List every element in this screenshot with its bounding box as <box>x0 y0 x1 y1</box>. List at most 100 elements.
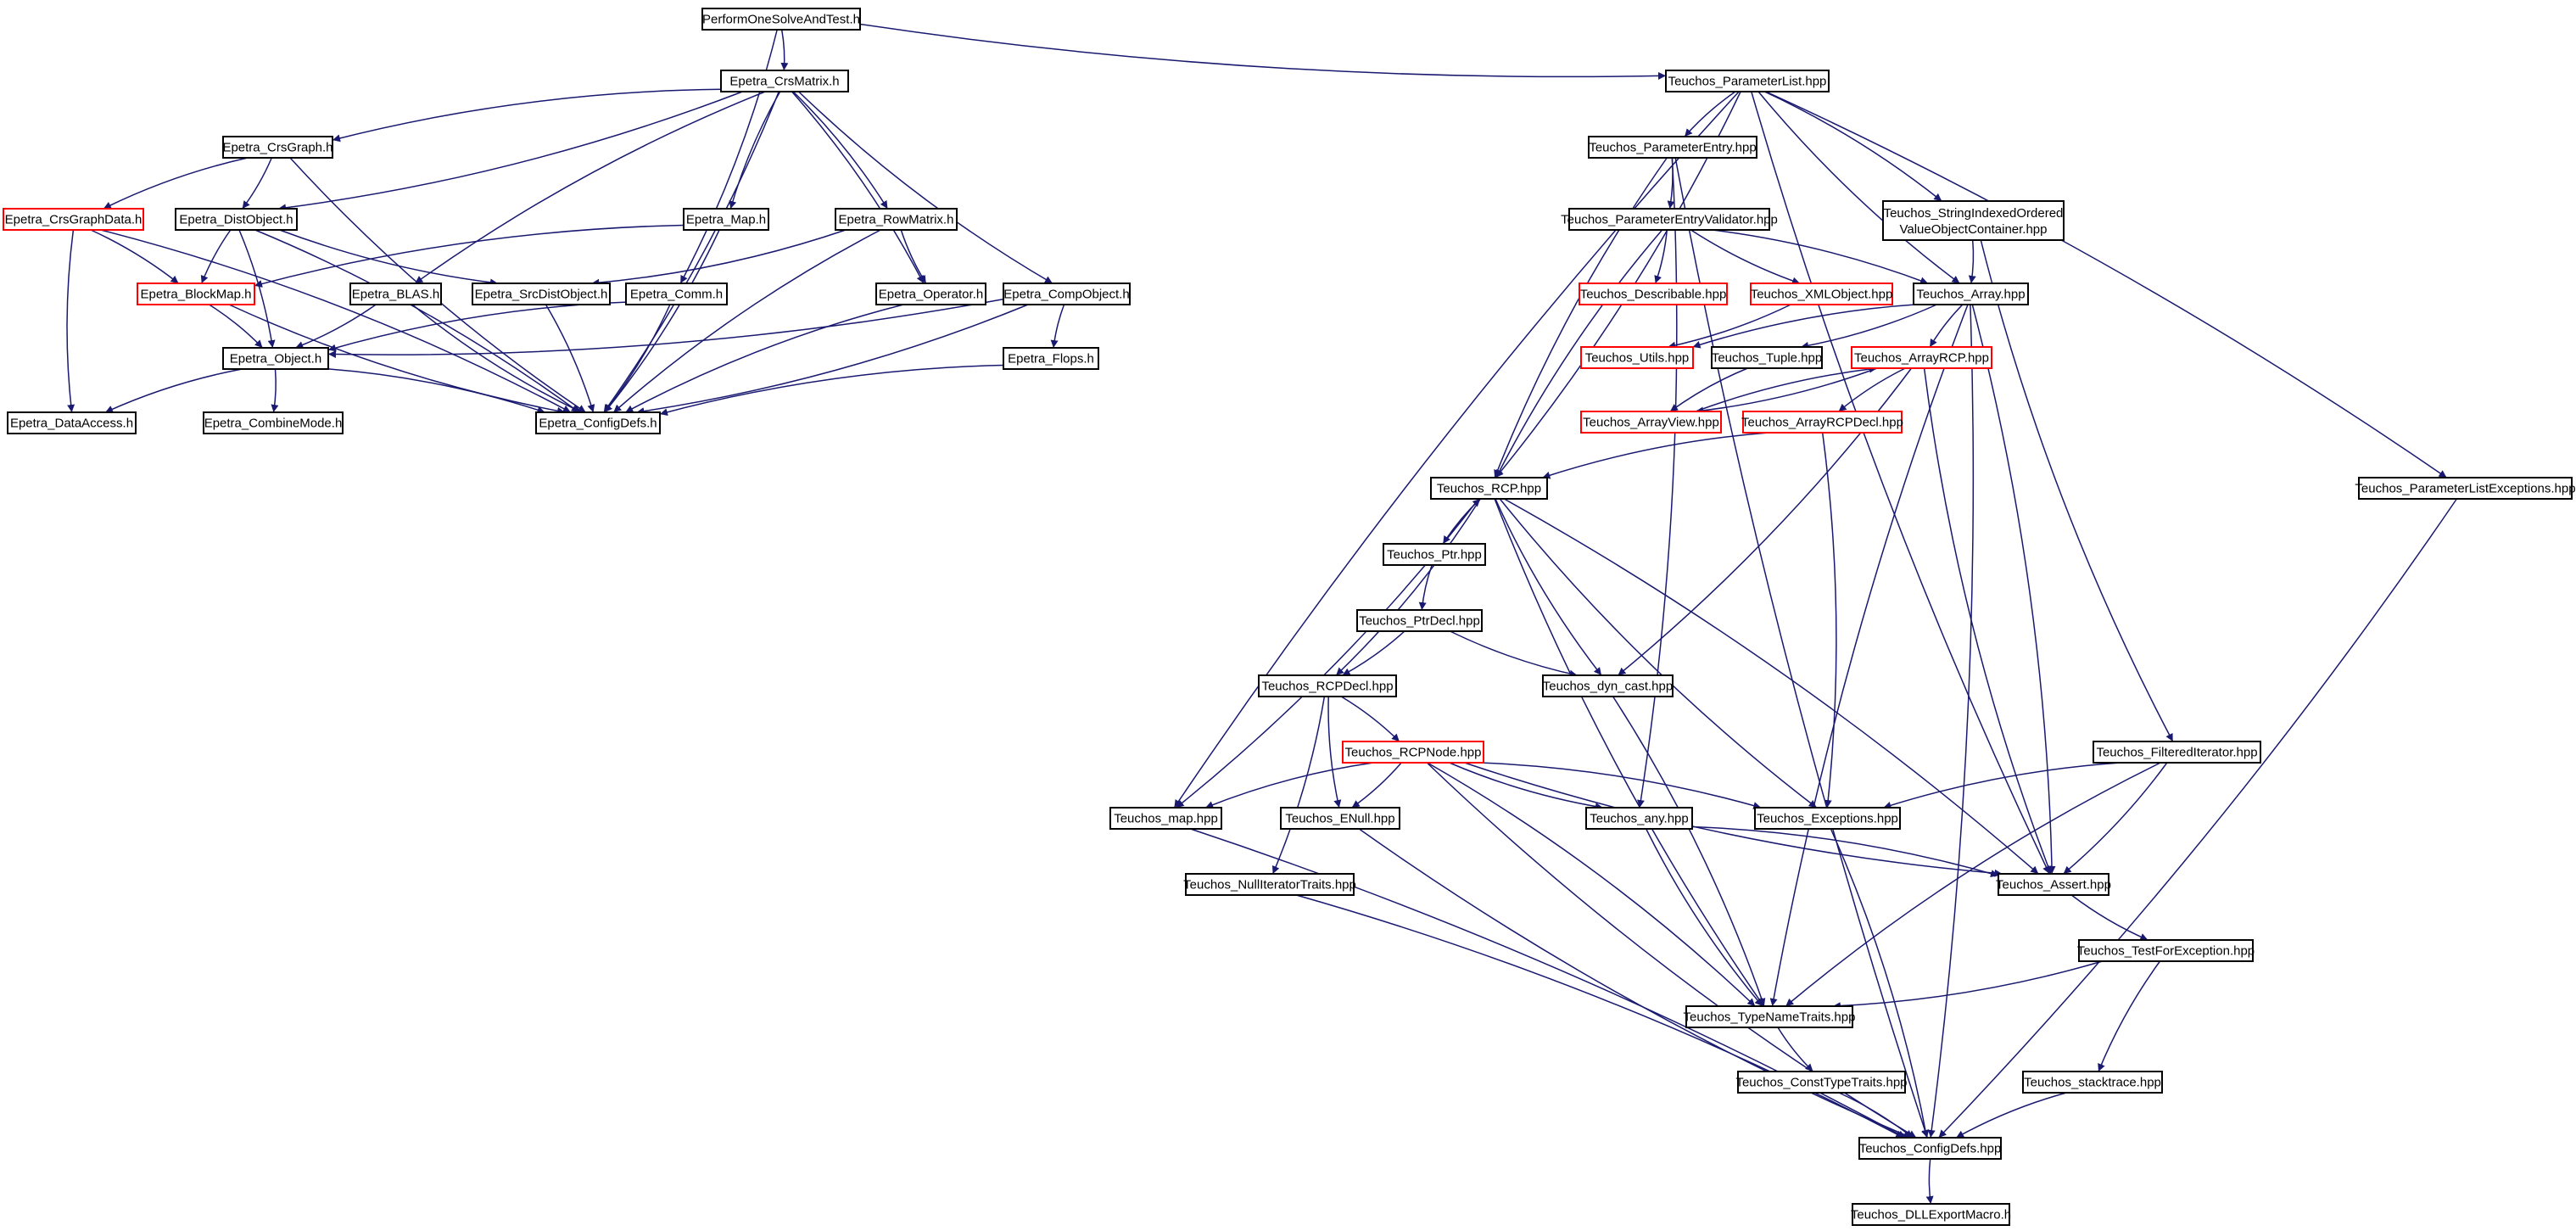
node-box <box>2093 741 2261 764</box>
node-teuchos_assert[interactable]: Teuchos_Assert.hpp <box>1996 873 2111 896</box>
node-box <box>1579 283 1728 305</box>
edge-teuchos_rcpdecl-to-teuchos_nulliteratortraits <box>1271 696 1326 875</box>
node-box <box>1580 411 1722 434</box>
node-teuchos_array[interactable]: Teuchos_Array.hpp <box>1913 283 2029 305</box>
edge-teuchos_rcpnode-to-teuchos_any <box>1449 762 1603 810</box>
node-box <box>1737 1071 1906 1094</box>
node-teuchos_parameterlistexceptions[interactable]: Teuchos_ParameterListExceptions.hpp <box>2355 477 2576 500</box>
edge-teuchos_array-to-teuchos_typenametraits <box>1769 304 1969 1007</box>
node-teuchos_filterediterator[interactable]: Teuchos_FilteredIterator.hpp <box>2093 741 2261 764</box>
node-teuchos_stacktrace[interactable]: Teuchos_stacktrace.hpp <box>2022 1071 2163 1094</box>
node-label: Epetra_DistObject.h <box>179 213 293 227</box>
node-label: Teuchos_ArrayView.hpp <box>1583 416 1719 430</box>
node-epetra_flops[interactable]: Epetra_Flops.h <box>1003 347 1099 370</box>
node-label: Teuchos_Ptr.hpp <box>1387 548 1482 562</box>
node-label: Teuchos_PtrDecl.hpp <box>1359 614 1480 629</box>
node-label: Epetra_Operator.h <box>879 288 983 302</box>
node-box <box>1665 70 1830 92</box>
node-teuchos_rcp[interactable]: Teuchos_RCP.hpp <box>1430 477 1548 500</box>
node-teuchos_parameterlist[interactable]: Teuchos_ParameterList.hpp <box>1665 70 1830 92</box>
node-epetra_object[interactable]: Epetra_Object.h <box>222 347 329 370</box>
node-epetra_crsgraph[interactable]: Epetra_CrsGraph.h <box>222 136 333 159</box>
node-teuchos_tuple[interactable]: Teuchos_Tuple.hpp <box>1711 346 1823 369</box>
node-box <box>625 283 728 305</box>
node-epetra_srcdistobject[interactable]: Epetra_SrcDistObject.h <box>472 283 611 305</box>
node-teuchos_configdefs[interactable]: Teuchos_ConfigDefs.hpp <box>1858 1137 2002 1160</box>
node-teuchos_ptrdecl[interactable]: Teuchos_PtrDecl.hpp <box>1356 609 1483 632</box>
edge-teuchos_parameterentryvalidator-to-teuchos_rcp <box>1495 229 1663 478</box>
node-teuchos_any[interactable]: Teuchos_any.hpp <box>1585 807 1693 830</box>
node-epetra_operator[interactable]: Epetra_Operator.h <box>875 283 986 305</box>
edge-epetra_distobject-to-epetra_configdefs <box>254 229 580 413</box>
node-label: Teuchos_ParameterList.hpp <box>1668 75 1827 89</box>
edge-epetra_crsmatrix-to-epetra_compobject <box>798 91 1053 284</box>
node-teuchos_describable[interactable]: Teuchos_Describable.hpp <box>1579 283 1728 305</box>
node-label: Teuchos_ENull.hpp <box>1285 812 1394 826</box>
node-teuchos_enull[interactable]: Teuchos_ENull.hpp <box>1280 807 1400 830</box>
node-box <box>1568 208 1770 231</box>
node-label: Epetra_Object.h <box>230 352 321 367</box>
node-teuchos_stringindexed[interactable]: Teuchos_StringIndexedOrderedValueObjectC… <box>1882 200 2065 241</box>
edge-epetra_crsgraphdata-to-epetra_configdefs <box>100 229 572 413</box>
node-teuchos_exceptions[interactable]: Teuchos_Exceptions.hpp <box>1754 807 1901 830</box>
node-box <box>1356 609 1483 632</box>
node-epetra_distobject[interactable]: Epetra_DistObject.h <box>175 208 298 231</box>
node-epetra_rowmatrix[interactable]: Epetra_RowMatrix.h <box>835 208 958 231</box>
node-epetra_map[interactable]: Epetra_Map.h <box>683 208 769 231</box>
node-epetra_compobject[interactable]: Epetra_CompObject.h <box>1003 283 1131 305</box>
node-teuchos_xmlobject[interactable]: Teuchos_XMLObject.hpp <box>1750 283 1893 305</box>
node-teuchos_rcpdecl[interactable]: Teuchos_RCPDecl.hpp <box>1258 674 1397 697</box>
edge-teuchos_parameterentry-to-teuchos_rcp <box>1494 157 1668 478</box>
edge-perform-to-epetra_comm <box>679 29 778 284</box>
node-teuchos_arrayview[interactable]: Teuchos_ArrayView.hpp <box>1580 411 1722 434</box>
node-box <box>2358 477 2573 500</box>
node-box <box>2022 1071 2163 1094</box>
node-label: Teuchos_FilteredIterator.hpp <box>2096 746 2257 760</box>
node-epetra_configdefs[interactable]: Epetra_ConfigDefs.h <box>535 411 661 434</box>
node-epetra_blockmap[interactable]: Epetra_BlockMap.h <box>137 283 255 305</box>
edge-epetra_map-to-epetra_configdefs <box>604 229 720 413</box>
node-box <box>683 208 769 231</box>
node-teuchos_parameterentryvalidator[interactable]: Teuchos_ParameterEntryValidator.hpp <box>1561 208 1778 231</box>
node-perform[interactable]: PerformOneSolveAndTest.h <box>701 8 861 31</box>
node-epetra_crsmatrix[interactable]: Epetra_CrsMatrix.h <box>720 70 849 92</box>
node-teuchos_arrayrcpdecl[interactable]: Teuchos_ArrayRCPDecl.hpp <box>1741 411 1903 434</box>
node-box <box>701 8 861 31</box>
node-teuchos_rcpnode[interactable]: Teuchos_RCPNode.hpp <box>1342 741 1484 764</box>
edge-epetra_crsmatrix-to-epetra_distobject <box>278 91 743 212</box>
node-epetra_combinemode[interactable]: Epetra_CombineMode.h <box>203 411 344 434</box>
node-label: Teuchos_ArrayRCP.hpp <box>1854 351 1989 366</box>
node-teuchos_parameterentry[interactable]: Teuchos_ParameterEntry.hpp <box>1588 136 1757 159</box>
node-teuchos_consttypetraits[interactable]: Teuchos_ConstTypeTraits.hpp <box>1735 1071 1908 1094</box>
node-label: Epetra_CrsGraphData.h <box>5 213 142 227</box>
edge-teuchos_rcp-to-teuchos_exceptions <box>1499 498 1818 809</box>
node-box <box>1109 807 1222 830</box>
node-teuchos_nulliteratortraits[interactable]: Teuchos_NullIteratorTraits.hpp <box>1183 873 1356 896</box>
node-label: Teuchos_map.hpp <box>1114 812 1218 826</box>
node-epetra_comm[interactable]: Epetra_Comm.h <box>625 283 728 305</box>
node-teuchos_arrayrcp[interactable]: Teuchos_ArrayRCP.hpp <box>1851 346 1992 369</box>
edge-epetra_blockmap-to-epetra_configdefs <box>228 304 566 415</box>
edge-teuchos_rcp-to-teuchos_dyn_cast <box>1495 498 1602 676</box>
node-teuchos_dyn_cast[interactable]: Teuchos_dyn_cast.hpp <box>1542 674 1674 697</box>
node-box <box>1280 807 1400 830</box>
node-epetra_crsgraphdata[interactable]: Epetra_CrsGraphData.h <box>3 208 144 231</box>
node-teuchos_utils[interactable]: Teuchos_Utils.hpp <box>1580 346 1694 369</box>
node-box <box>875 283 986 305</box>
edge-teuchos_filterediterator-to-teuchos_exceptions <box>1883 762 2121 809</box>
node-teuchos_ptr[interactable]: Teuchos_Ptr.hpp <box>1383 543 1486 566</box>
node-teuchos_dllexportmacro[interactable]: Teuchos_DLLExportMacro.h <box>1851 1203 2011 1226</box>
node-teuchos_map[interactable]: Teuchos_map.hpp <box>1109 807 1222 830</box>
edge-teuchos_arrayrcpdecl-to-teuchos_rcp <box>1542 432 1769 479</box>
edge-teuchos_parameterlist-to-teuchos_parameterentry <box>1684 91 1736 137</box>
edge-epetra_object-to-epetra_configdefs <box>327 368 545 414</box>
node-teuchos_testforexception[interactable]: Teuchos_TestForException.hpp <box>2077 939 2255 962</box>
edge-epetra_blas-to-epetra_configdefs <box>411 304 582 413</box>
node-label: Epetra_CrsMatrix.h <box>729 75 839 89</box>
edge-teuchos_parameterlist-to-teuchos_map <box>1173 91 1740 809</box>
node-epetra_blas[interactable]: Epetra_BLAS.h <box>349 283 442 305</box>
node-label: Teuchos_any.hpp <box>1590 812 1688 826</box>
node-teuchos_typenametraits[interactable]: Teuchos_TypeNameTraits.hpp <box>1684 1005 1856 1028</box>
node-epetra_dataaccess[interactable]: Epetra_DataAccess.h <box>7 411 137 434</box>
edge-teuchos_array-to-teuchos_configdefs <box>1927 304 1975 1139</box>
